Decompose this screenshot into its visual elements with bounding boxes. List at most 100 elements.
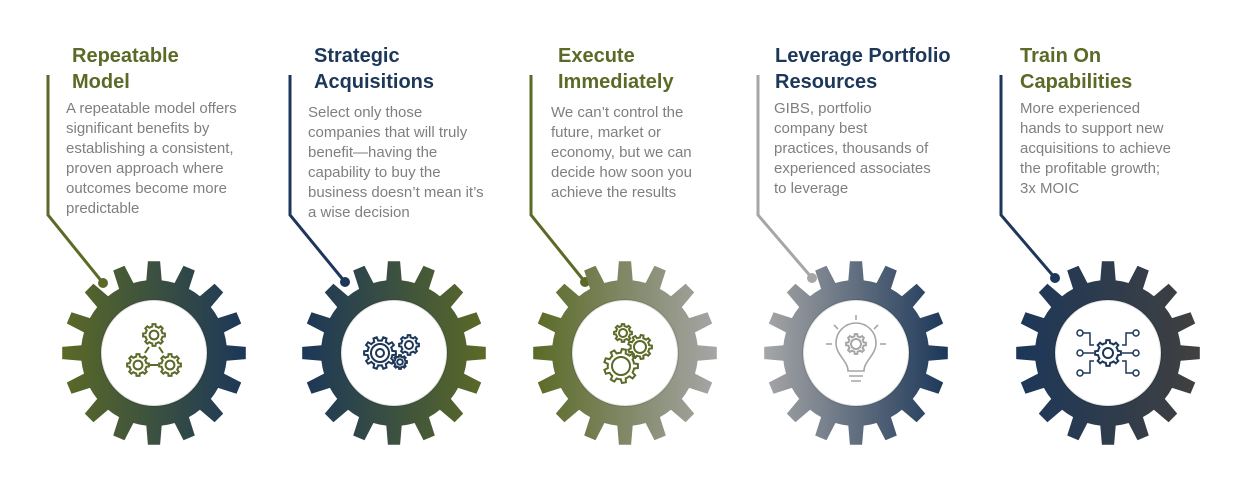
title-line: Model bbox=[72, 71, 130, 93]
circuit-node bbox=[1132, 369, 1140, 377]
lightbulb-gear-icon bbox=[826, 315, 886, 382]
circuit-node bbox=[1132, 349, 1140, 357]
desc-line: More experienced bbox=[1020, 100, 1141, 117]
gear-hole bbox=[375, 348, 385, 358]
desc-line: establishing a consistent, bbox=[66, 140, 234, 157]
small-gear bbox=[613, 323, 633, 343]
ray bbox=[833, 324, 839, 330]
leader-dot bbox=[340, 277, 350, 287]
desc-line: significant benefits by bbox=[66, 120, 210, 137]
gear-hole bbox=[1102, 347, 1114, 359]
desc-line: 3x MOIC bbox=[1020, 180, 1080, 197]
gear-hole bbox=[370, 343, 390, 363]
small-gear bbox=[363, 336, 397, 370]
desc-line: future, market or bbox=[551, 124, 662, 141]
title-line: Repeatable bbox=[72, 45, 179, 67]
step-train-on-capabilities: Train On Capabilities More experienced han… bbox=[1020, 43, 1230, 199]
title-line: Resources bbox=[775, 71, 878, 93]
leader-line bbox=[529, 75, 587, 283]
title-line: Acquisitions bbox=[314, 71, 435, 93]
desc-line: company best bbox=[774, 120, 868, 137]
title-line: Capabilities bbox=[1020, 71, 1133, 93]
desc-line: experienced associates bbox=[774, 160, 931, 177]
desc-line: capability to buy the bbox=[308, 164, 441, 181]
title-line: Leverage Portfolio bbox=[775, 45, 951, 67]
desc-line: practices, thousands of bbox=[774, 140, 929, 157]
leader-dot bbox=[98, 278, 108, 288]
desc-line: to leverage bbox=[774, 180, 849, 197]
step-title: Train On Capabilities bbox=[1020, 43, 1230, 95]
leader-line bbox=[756, 75, 814, 279]
gear-hole bbox=[633, 340, 647, 354]
small-gear bbox=[603, 347, 639, 385]
gear-hole bbox=[611, 356, 631, 376]
gear-hole bbox=[618, 328, 628, 338]
gear-hole bbox=[396, 358, 404, 366]
desc-line: decide how soon you bbox=[551, 164, 692, 181]
leader-line bbox=[288, 75, 347, 283]
circuit-node bbox=[1132, 329, 1140, 337]
rotating-gears-icon bbox=[603, 323, 653, 385]
small-gear bbox=[627, 333, 653, 361]
step-description: We can’t control the future, market or eco… bbox=[551, 103, 768, 203]
small-gear bbox=[1094, 339, 1122, 367]
small-gear bbox=[845, 333, 867, 355]
title-line: Strategic bbox=[314, 45, 400, 67]
bulb bbox=[835, 322, 877, 382]
desc-line: companies that will truly bbox=[308, 124, 468, 141]
gear-center bbox=[100, 299, 208, 407]
desc-line: We can’t control the bbox=[551, 104, 684, 121]
leader-line bbox=[46, 75, 105, 284]
desc-line: proven approach where bbox=[66, 160, 224, 177]
step-description: Select only those companies that will tru… bbox=[308, 103, 524, 223]
connected-gears-icon bbox=[126, 323, 182, 377]
desc-line: a wise decision bbox=[308, 204, 410, 221]
title-line: Execute bbox=[558, 45, 635, 67]
gear-hole bbox=[404, 340, 414, 350]
desc-line: hands to support new bbox=[1020, 120, 1164, 137]
gear-hole bbox=[148, 329, 160, 341]
small-gear bbox=[158, 353, 182, 377]
title-line: Train On bbox=[1020, 45, 1102, 67]
desc-line: benefit—having the bbox=[308, 144, 438, 161]
desc-line: outcomes become more bbox=[66, 180, 227, 197]
connector bbox=[144, 346, 164, 366]
circuit-trace bbox=[1122, 360, 1133, 374]
leader-line bbox=[999, 75, 1057, 279]
step-description: More experienced hands to support new acqu… bbox=[1020, 99, 1230, 199]
desc-line: predictable bbox=[66, 200, 140, 217]
leader-dot bbox=[807, 273, 817, 283]
circuit-trace bbox=[1122, 332, 1133, 346]
gear-hole bbox=[164, 359, 176, 371]
small-gear bbox=[126, 353, 150, 377]
small-gear bbox=[398, 334, 420, 356]
desc-line: business doesn’t mean it’s bbox=[308, 184, 484, 201]
circuit-trace bbox=[1083, 332, 1094, 346]
desc-line: economy, but we can bbox=[551, 144, 692, 161]
circuit-node bbox=[1076, 369, 1084, 377]
small-gear bbox=[392, 354, 408, 370]
circuit-gear-icon bbox=[1076, 329, 1140, 377]
gear-center bbox=[340, 299, 448, 407]
small-gear bbox=[142, 323, 166, 347]
leader-dot bbox=[1050, 273, 1060, 283]
desc-line: acquisitions to achieve bbox=[1020, 140, 1171, 157]
gear-hole bbox=[850, 338, 862, 350]
ray bbox=[873, 324, 879, 330]
gears-cluster-icon bbox=[363, 334, 420, 370]
desc-line: GIBS, portfolio bbox=[774, 100, 872, 117]
gear-center bbox=[1054, 299, 1162, 407]
desc-line: Select only those bbox=[308, 104, 423, 121]
title-line: Immediately bbox=[558, 71, 674, 93]
desc-line: the profitable growth; bbox=[1020, 160, 1161, 177]
